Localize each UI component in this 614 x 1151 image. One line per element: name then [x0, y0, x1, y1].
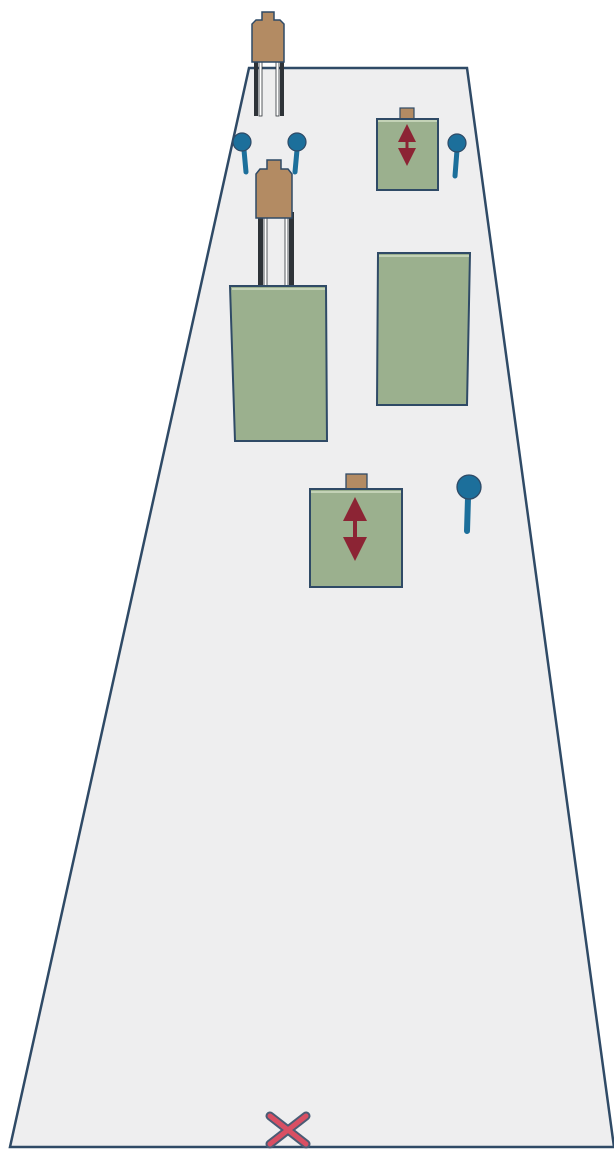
moving-target-wall: [309, 473, 403, 588]
barricade-wall: [228, 285, 329, 442]
barricade-wall: [375, 252, 472, 406]
steel-popper: [287, 132, 307, 175]
start-position-x-icon: [265, 1111, 311, 1149]
moving-target-wall: [376, 107, 439, 191]
stage-floor: [8, 66, 614, 1149]
paper-target: [251, 11, 285, 117]
steel-popper: [456, 474, 482, 534]
steel-popper: [232, 132, 252, 175]
steel-popper: [447, 133, 467, 179]
paper-target: [255, 159, 294, 289]
